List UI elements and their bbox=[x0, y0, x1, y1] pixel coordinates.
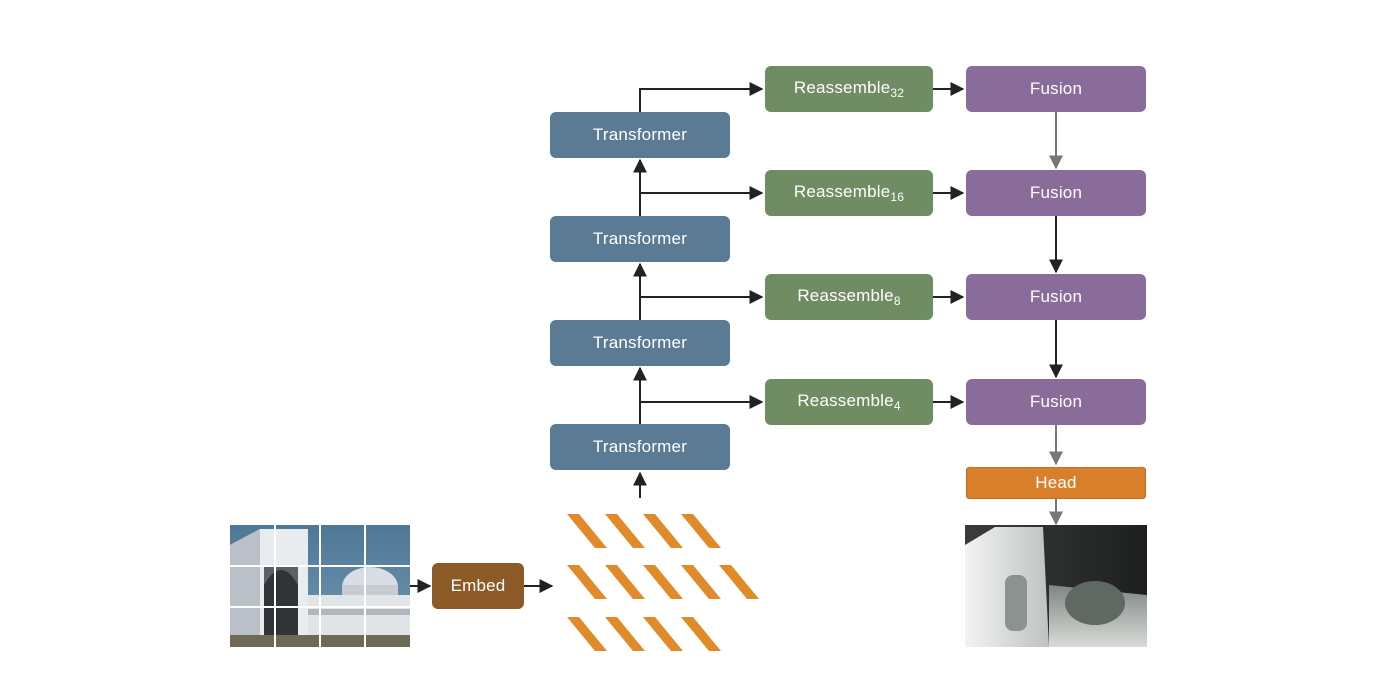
embed-block: Embed bbox=[432, 563, 524, 609]
token-stripe bbox=[567, 617, 607, 651]
fusion-label: Fusion bbox=[1029, 392, 1083, 411]
transformer-block-2: Transformer bbox=[550, 216, 730, 262]
reassemble-label: Reassemble16 bbox=[793, 182, 905, 204]
embed-label: Embed bbox=[450, 576, 506, 595]
token-stripe bbox=[567, 565, 607, 599]
fusion-label: Fusion bbox=[1029, 183, 1083, 202]
token-stripe bbox=[681, 617, 721, 651]
reassemble-8-block: Reassemble8 bbox=[765, 274, 933, 320]
head-block: Head bbox=[966, 467, 1146, 499]
token-stripe bbox=[643, 514, 683, 548]
token-stripe bbox=[605, 617, 645, 651]
reassemble-16-block: Reassemble16 bbox=[765, 170, 933, 216]
transformer-block-1: Transformer bbox=[550, 112, 730, 158]
fusion-block-3: Fusion bbox=[966, 274, 1146, 320]
transformer-label: Transformer bbox=[592, 437, 688, 456]
reassemble-label: Reassemble32 bbox=[793, 78, 905, 100]
arrow-to-reassemble-32 bbox=[639, 82, 764, 112]
transformer-label: Transformer bbox=[592, 333, 688, 352]
token-stripe bbox=[605, 565, 645, 599]
transformer-label: Transformer bbox=[592, 229, 688, 248]
token-stripe bbox=[643, 617, 683, 651]
token-stripe bbox=[681, 565, 721, 599]
depth-map-graphic bbox=[965, 525, 1147, 647]
token-stripe bbox=[643, 565, 683, 599]
reassemble-32-block: Reassemble32 bbox=[765, 66, 933, 112]
fusion-block-2: Fusion bbox=[966, 170, 1146, 216]
token-stripe bbox=[681, 514, 721, 548]
reassemble-subscript: 4 bbox=[893, 399, 901, 413]
reassemble-subscript: 16 bbox=[890, 190, 905, 204]
head-label: Head bbox=[1035, 473, 1077, 492]
reassemble-4-block: Reassemble4 bbox=[765, 379, 933, 425]
fusion-label: Fusion bbox=[1029, 287, 1083, 306]
reassemble-label: Reassemble8 bbox=[797, 286, 901, 308]
transformer-block-3: Transformer bbox=[550, 320, 730, 366]
fusion-block-4: Fusion bbox=[966, 379, 1146, 425]
token-stripe bbox=[605, 514, 645, 548]
depth-map-output bbox=[965, 525, 1147, 647]
transformer-label: Transformer bbox=[592, 125, 688, 144]
transformer-block-4: Transformer bbox=[550, 424, 730, 470]
fusion-block-1: Fusion bbox=[966, 66, 1146, 112]
fusion-label: Fusion bbox=[1029, 79, 1083, 98]
input-image-graphic bbox=[230, 525, 410, 647]
reassemble-subscript: 32 bbox=[890, 86, 905, 100]
input-image bbox=[230, 525, 410, 647]
reassemble-label: Reassemble4 bbox=[797, 391, 901, 413]
token-stripe bbox=[567, 514, 607, 548]
reassemble-subscript: 8 bbox=[893, 294, 901, 308]
token-stripe bbox=[719, 565, 759, 599]
